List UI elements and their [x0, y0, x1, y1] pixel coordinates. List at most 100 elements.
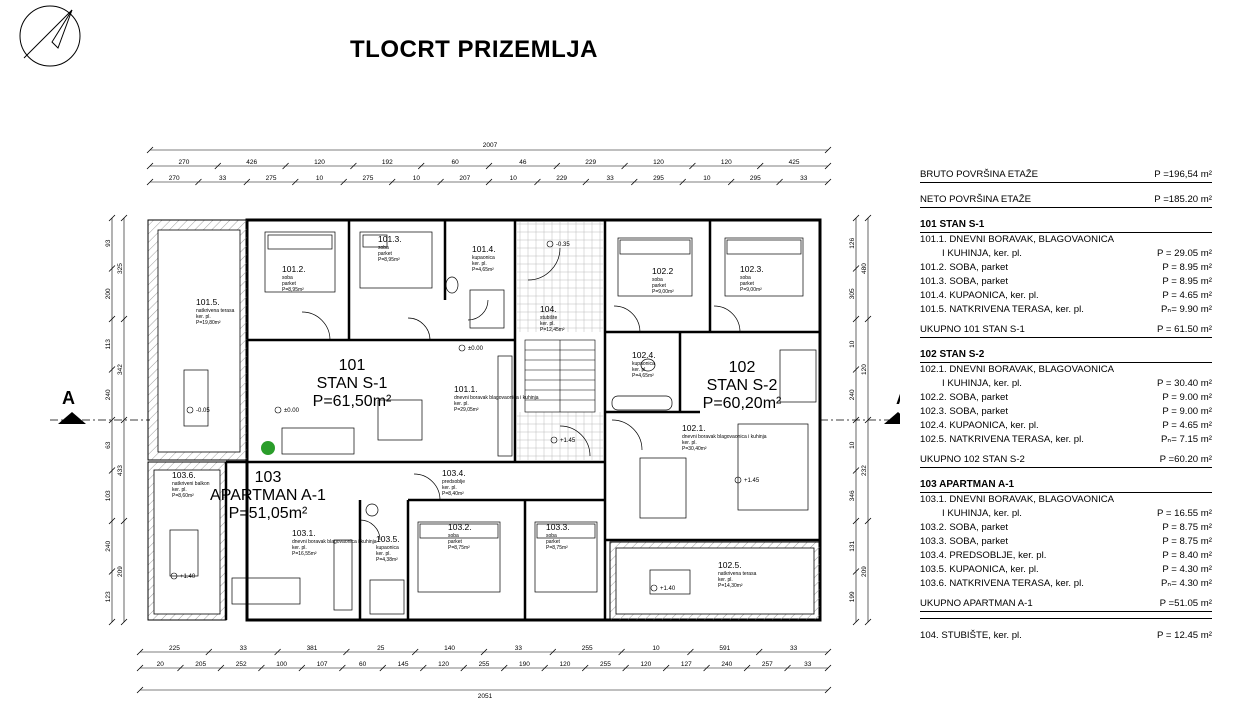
dimension-value: 275 — [362, 175, 373, 182]
furniture — [169, 231, 817, 615]
room-type: soba — [546, 533, 557, 539]
dimension-tick — [217, 664, 225, 672]
dimension-tick — [480, 648, 488, 656]
dimension-tick — [852, 568, 860, 575]
room-floor: parket — [546, 539, 561, 545]
dimension-value: 252 — [236, 661, 247, 668]
room-number: 101.2. — [282, 264, 306, 274]
dimension-value: 275 — [266, 175, 277, 182]
dimension-value: 229 — [585, 159, 596, 166]
room-floor: parket — [378, 251, 393, 257]
room-floor: parket — [740, 281, 755, 287]
dimension-value: 346 — [849, 490, 856, 501]
legend-value: P =60.20 m² — [1159, 454, 1212, 465]
legend-label: 101.3. SOBA, parket — [920, 276, 1008, 287]
room-number: 102.5. — [718, 560, 742, 570]
dimension-value: 257 — [762, 661, 773, 668]
dimension-value: 433 — [117, 465, 124, 476]
dimension-value: 140 — [444, 645, 455, 652]
legend-value: P =51.05 m² — [1159, 598, 1212, 609]
dimension-tick — [852, 265, 860, 272]
dimension-tick — [108, 214, 116, 222]
legend-label: UKUPNO APARTMAN A-1 — [920, 598, 1033, 609]
legend-net-area: NETO POVRŠINA ETAŽE P =185.20 m² — [920, 193, 1212, 208]
legend-label: 101.1. DNEVNI BORAVAK, BLAGOVAONICA — [920, 234, 1115, 245]
dimension-tick — [343, 648, 350, 656]
room-number: 103.2. — [448, 522, 472, 532]
dimension-tick — [553, 162, 561, 170]
unit-number: 102 — [729, 359, 756, 376]
dimension-value: 10 — [413, 175, 421, 182]
dimension-tick — [108, 265, 116, 272]
unit-name: APARTMAN A-1 — [210, 487, 326, 504]
room-area: P=14,30m² — [718, 583, 743, 589]
dimension-tick — [622, 664, 629, 672]
room-type: natkrivena terasa — [196, 308, 235, 314]
dimension-value: 425 — [789, 159, 800, 166]
room-area: P=9,00m² — [740, 287, 762, 293]
room-area: P=29,05m² — [454, 407, 479, 413]
room-area: P=8,95m² — [282, 287, 304, 293]
legend-label: 103.4. PREDSOBLJE, ker. pl. — [920, 550, 1047, 561]
dimension-value: 240 — [105, 389, 112, 400]
legend-label: I KUHINJA, ker. pl. — [942, 378, 1022, 389]
dimension-value: 120 — [560, 661, 571, 668]
dimension-tick — [852, 618, 860, 626]
level-mark-icon — [186, 406, 194, 414]
legend-group-total: UKUPNO APARTMAN A-1 P =51.05 m² — [920, 597, 1212, 612]
dimension-tick — [437, 178, 444, 186]
dimension-tick — [852, 467, 860, 474]
dimension-value: 33 — [219, 175, 227, 182]
dimension-value: 93 — [105, 239, 112, 247]
dimension-tick — [177, 664, 184, 672]
room-area: P=19,80m² — [196, 320, 221, 326]
level-mark-icon — [550, 436, 558, 444]
level-mark-icon — [734, 476, 742, 484]
dimension-value: 342 — [117, 364, 124, 375]
room-type: natkrivena terasa — [718, 571, 757, 577]
room-area: P=8,60m² — [172, 493, 194, 499]
legend-gross-area: BRUTO POVRŠINA ETAŽE P =196,54 m² — [920, 168, 1212, 183]
room-area: P=4,38m² — [376, 557, 398, 563]
legend-value: P = 8.95 m² — [1162, 262, 1212, 273]
dimension-value: 46 — [519, 159, 527, 166]
dimension-tick — [824, 664, 832, 672]
level-value: +1.40 — [180, 574, 196, 580]
level-value: -0.35 — [556, 242, 570, 248]
dimension-value: 145 — [398, 661, 409, 668]
dimension-value: 305 — [849, 288, 856, 299]
dimension-value: 255 — [582, 645, 593, 652]
dimension-value: 126 — [849, 237, 856, 248]
dimension-tick — [120, 214, 128, 222]
dimension-tick — [864, 618, 872, 626]
level-mark-icon — [546, 240, 554, 248]
room-number: 101.3. — [378, 234, 402, 244]
section-marker-left: A — [50, 388, 150, 424]
dimension-tick — [534, 178, 541, 186]
dimension-tick — [108, 517, 116, 525]
legend-item: I KUHINJA, ker. pl.P = 16.55 m² — [920, 507, 1212, 521]
unit-name: STAN S-2 — [707, 377, 778, 394]
dimension-tick — [298, 664, 306, 672]
dimension-tick — [541, 664, 548, 672]
dimension-tick — [631, 178, 638, 186]
dimension-value: 200 — [105, 288, 112, 299]
dimension-tick — [581, 664, 589, 672]
dimension-value: 426 — [246, 159, 257, 166]
dimension-value: 20 — [157, 661, 165, 668]
legend-label: I KUHINJA, ker. pl. — [942, 248, 1022, 259]
dimension-value: 10 — [849, 441, 856, 449]
dimension-tick — [146, 146, 154, 154]
area-legend: BRUTO POVRŠINA ETAŽE P =196,54 m² NETO P… — [920, 168, 1212, 643]
legend-value: P = 4.65 m² — [1162, 420, 1212, 431]
dimension-value: 103 — [105, 490, 112, 501]
dimension-tick — [727, 178, 735, 186]
legend-value: P = 29.05 m² — [1156, 248, 1212, 259]
legend-value: P = 4.30 m² — [1162, 564, 1212, 575]
dimension-value: 240 — [721, 661, 732, 668]
dimension-tick — [136, 648, 144, 656]
room-area: P=4,65m² — [472, 267, 494, 273]
dimension-ticks — [108, 146, 872, 694]
